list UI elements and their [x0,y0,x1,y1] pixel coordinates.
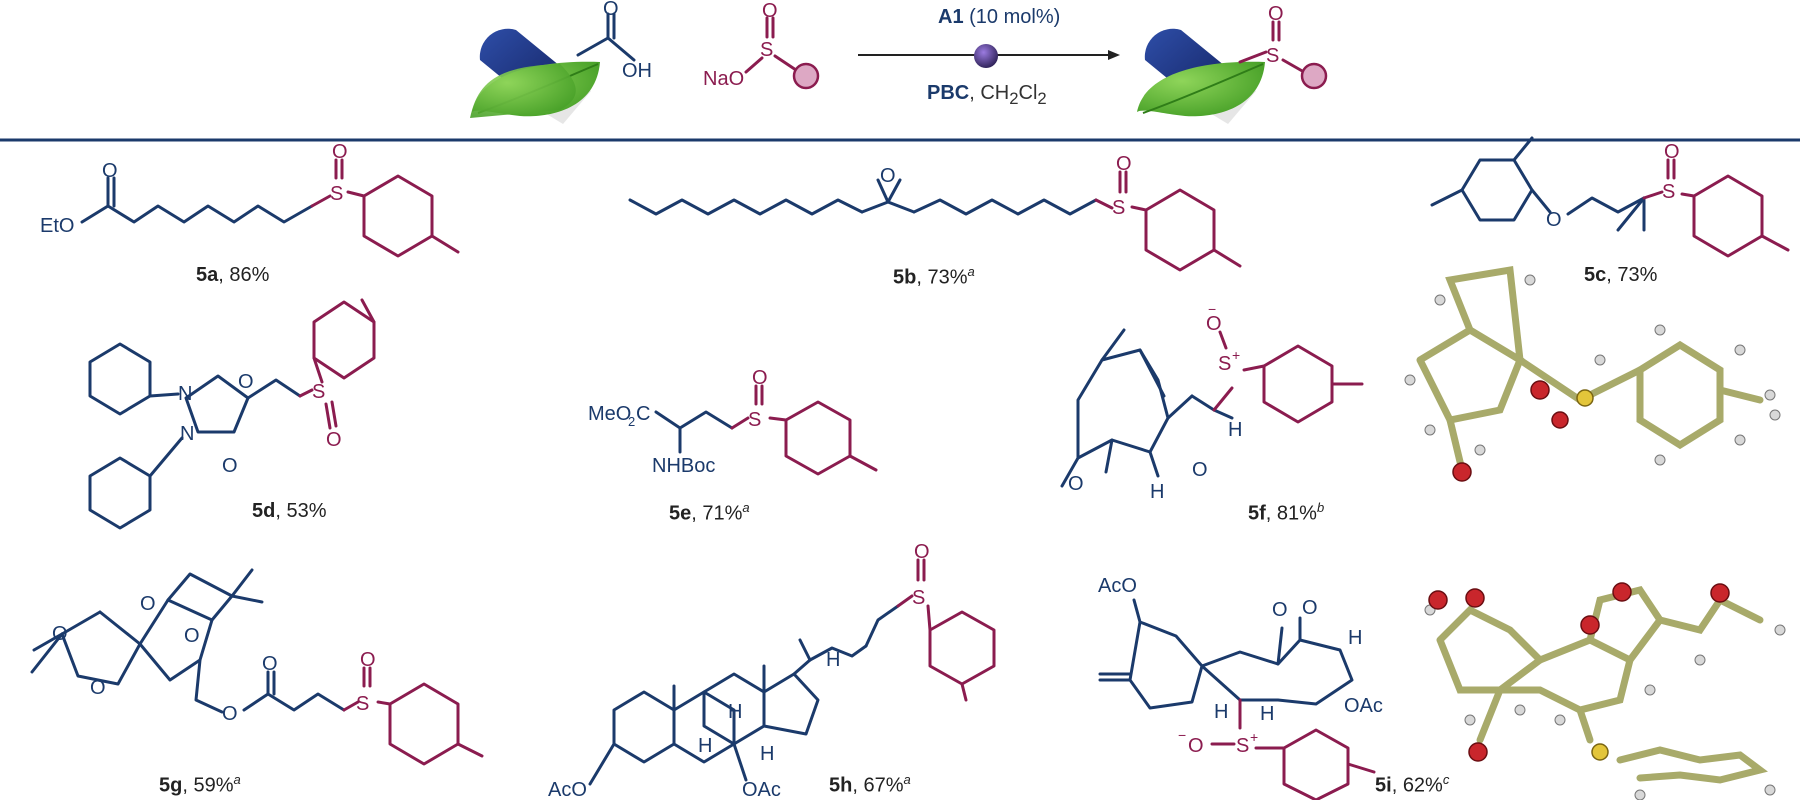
compound-label-5g: 5g, 59%a [159,772,241,797]
svg-text:H: H [698,735,712,757]
svg-text:O: O [326,429,342,451]
arrow-condition-solvent: PBC, CH2Cl2 [927,82,1047,108]
svg-text:O: O [140,593,156,615]
svg-text:S: S [330,183,343,205]
structure-5d: N N O O S O [88,298,376,530]
svg-text:S: S [748,409,761,431]
carboxylic-acid-group: O OH [576,0,652,82]
compound-label-5e: 5e, 71%a [669,500,750,525]
svg-text:OAc: OAc [742,779,781,800]
svg-text:S: S [912,587,925,609]
svg-text:O: O [1272,599,1288,621]
svg-text:S: S [1112,197,1125,219]
svg-text:H: H [1260,703,1274,725]
svg-text:O: O [360,649,376,671]
svg-text:O: O [222,455,238,477]
structure-5g: O O O O O O S O [30,568,484,766]
compound-label-5i: 5i, 62%c [1375,772,1450,797]
svg-text:O: O [1192,459,1208,481]
product-s-label: S [1266,45,1279,67]
svg-text:S: S [1662,181,1675,203]
crystal-structure-5i [1424,582,1786,800]
structure-5c: O S O [1430,136,1790,258]
svg-text:C: C [636,403,650,425]
svg-text:O: O [238,371,254,393]
crystal-structure-5f [1404,265,1781,482]
capsule-leaf-icon [470,28,600,124]
svg-text:AcO: AcO [1098,575,1137,597]
arrow-condition-catalyst: A1 (10 mol%) [938,6,1061,28]
catalyst-icon [974,44,998,68]
sulfinate-s-label: S [760,39,773,61]
compound-label-5f: 5f, 81%b [1248,500,1325,525]
structure-5f: H O O H S + O − [1060,301,1364,503]
acid-oh-label: OH [622,60,652,82]
svg-text:2: 2 [628,414,635,429]
svg-text:O: O [1116,153,1132,175]
reaction-scheme: O OH NaO S O S [470,0,1328,124]
svg-text:O: O [1068,473,1084,495]
svg-text:S: S [1236,735,1249,757]
svg-text:O: O [52,623,68,645]
svg-text:S: S [1218,353,1231,375]
svg-text:H: H [728,701,742,723]
svg-text:O: O [914,541,930,563]
compound-label-5b: 5b, 73%a [893,264,975,289]
svg-text:O: O [102,160,118,182]
svg-text:MeO: MeO [588,403,631,425]
svg-text:H: H [1348,627,1362,649]
svg-text:H: H [826,649,840,671]
svg-text:S: S [356,693,369,715]
svg-text:O: O [1302,597,1318,619]
reaction-arrow [858,44,1120,68]
structure-5i: AcO O O H OAc H H O − S + [1098,575,1383,800]
svg-text:N: N [180,423,194,445]
svg-text:O: O [1206,313,1222,335]
svg-text:H: H [1150,481,1164,503]
svg-text:H: H [1214,701,1228,723]
svg-text:NHBoc: NHBoc [652,455,715,477]
svg-text:O: O [1188,735,1204,757]
svg-text:N: N [178,383,192,405]
svg-text:O: O [880,165,896,187]
svg-text:O: O [332,141,348,163]
sulfinate-na-label: NaO [703,68,744,90]
svg-text:H: H [760,743,774,765]
svg-text:+: + [1232,347,1240,363]
sulfinate-o-label: O [762,0,778,22]
compound-label-5h: 5h, 67%a [829,772,911,797]
svg-text:AcO: AcO [548,779,587,800]
svg-text:O: O [262,653,278,675]
svg-text:S: S [312,381,325,403]
svg-text:O: O [222,703,238,725]
sodium-sulfinate: NaO S O [703,0,820,90]
svg-text:O: O [1546,209,1562,231]
svg-text:H: H [1228,419,1242,441]
svg-text:EtO: EtO [40,215,74,237]
compound-label-5a: 5a, 86% [196,264,270,286]
svg-text:O: O [90,677,106,699]
structure-5b: O S O [628,153,1242,272]
structure-5h: H H H H AcO OAc S O [548,541,996,800]
structure-5a: EtO O S O [40,141,460,258]
svg-text:O: O [752,367,768,389]
svg-text:O: O [1664,141,1680,163]
svg-text:−: − [1178,727,1186,743]
compound-label-5c: 5c, 73% [1584,264,1658,286]
product-o-label: O [1268,3,1284,25]
compound-label-5d: 5d, 53% [252,500,327,522]
svg-text:OAc: OAc [1344,695,1383,717]
structure-5e: MeO 2 C NHBoc S O [588,367,878,477]
svg-text:O: O [184,625,200,647]
svg-text:−: − [1208,301,1216,317]
svg-text:+: + [1250,729,1258,745]
acid-o-label: O [603,0,619,20]
product-sulfoxide: S O [1137,3,1328,124]
